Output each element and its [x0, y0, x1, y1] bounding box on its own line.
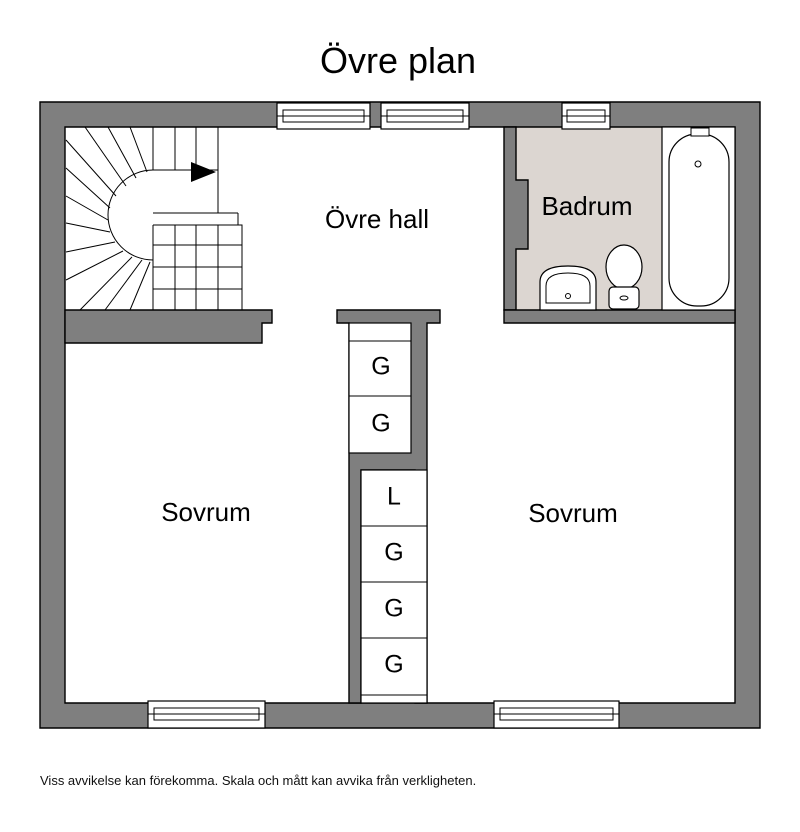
- closet-label-lower-2: G: [384, 539, 403, 567]
- plan-title: Övre plan: [320, 40, 476, 81]
- wall-bathroom-bottom: [503, 309, 736, 324]
- bathtub: [661, 126, 736, 311]
- room-label-hall: Övre hall: [325, 204, 429, 234]
- closet-label-upper-1: G: [371, 353, 390, 381]
- window-top-2: [380, 102, 470, 130]
- toilet: [605, 244, 643, 310]
- room-label-bedroom-right: Sovrum: [528, 498, 618, 528]
- room-label-bathroom: Badrum: [541, 191, 632, 221]
- faucet-icon: [690, 127, 710, 137]
- window-top-1: [276, 102, 371, 130]
- window-bathroom: [561, 102, 611, 130]
- closet-label-lower-4: G: [384, 651, 403, 679]
- room-label-bedroom-left: Sovrum: [161, 497, 251, 527]
- closet-label-upper-2: G: [371, 410, 390, 438]
- wall-stair-left: [64, 309, 273, 344]
- window-bottom-left: [147, 700, 266, 729]
- closet-label-lower-3: G: [384, 595, 403, 623]
- closet-column-upper: G G: [348, 322, 412, 454]
- closet-column-lower: L G G G: [360, 469, 428, 704]
- window-bottom-right: [493, 700, 620, 729]
- disclaimer-text: Viss avvikelse kan förekomma. Skala och …: [40, 773, 477, 788]
- staircase: [65, 126, 243, 311]
- stair-arrow-icon: [191, 162, 216, 182]
- closet-label-lower-1: L: [387, 483, 401, 511]
- sink: [539, 265, 597, 311]
